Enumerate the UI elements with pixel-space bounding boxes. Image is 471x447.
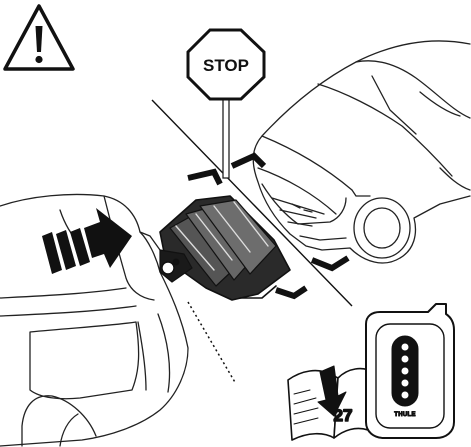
stop-sign-text: STOP — [203, 56, 249, 75]
remote-brand-label: THULE — [394, 412, 416, 418]
remote-led — [401, 343, 409, 351]
bike-carrier-icon — [160, 196, 290, 300]
manual-icon: 27 — [288, 366, 374, 440]
remote-icon: THULE — [366, 304, 454, 438]
remote-led — [401, 367, 409, 375]
manual-page-number: 27 — [334, 406, 353, 425]
car-front-icon — [253, 41, 470, 263]
remote-led — [401, 355, 409, 363]
remote-led — [401, 391, 409, 399]
warning-icon — [5, 6, 73, 69]
remote-led — [401, 379, 409, 387]
guide-line — [188, 302, 236, 384]
